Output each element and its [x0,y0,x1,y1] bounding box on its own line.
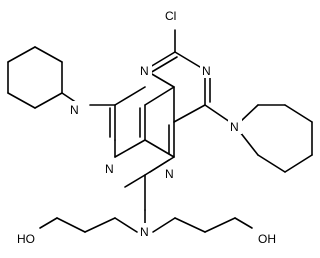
bond [56,217,86,233]
bond [114,86,146,106]
bond [152,217,176,233]
nitrogen-label-piperidine-left: N [70,103,79,117]
bond [257,154,286,173]
bond [124,174,146,188]
bond [234,217,253,229]
bond [174,217,206,233]
bond [7,46,36,63]
bond [34,46,63,63]
bond [284,154,313,173]
hydroxyl-label-left: HO [17,232,35,246]
bond [239,104,259,123]
bond [204,217,236,233]
bond [173,104,206,123]
atom-label-layer: Cl N N N N N N N HO OH [15,8,280,246]
nitrogen-label-amine: N [140,225,149,239]
nitrogen-label-n5: N [165,167,174,181]
bond [114,139,146,158]
nitrogen-label-n3: N [202,64,211,78]
bond [284,104,313,123]
bond [144,86,175,106]
bond [149,159,170,173]
nitrogen-label-piperidine-right: N [230,120,239,134]
bond [39,217,58,229]
bond [7,92,36,109]
bond [239,131,259,156]
bond [114,217,138,233]
nitrogen-label-n7: N [105,162,114,176]
bond-layer [7,29,313,233]
bond [204,104,231,123]
bond [84,217,116,233]
nitrogen-label-n1: N [140,64,149,78]
chlorine-label: Cl [165,9,176,23]
hydroxyl-label-right: OH [258,232,276,246]
bond [34,92,63,109]
bond [149,56,178,74]
